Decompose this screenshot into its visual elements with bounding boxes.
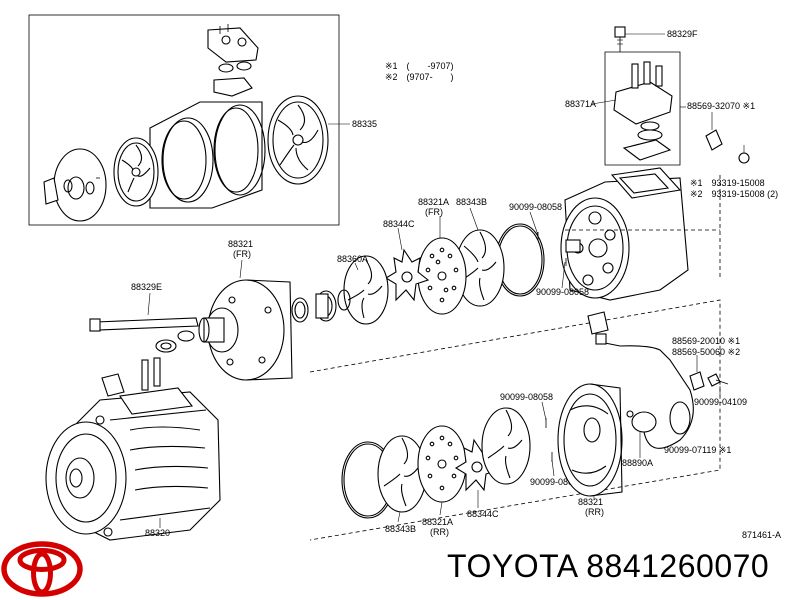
label-90099-07119: 90099-07119 ※1: [664, 445, 731, 455]
label-88329F: 88329F: [667, 29, 698, 39]
valve-plate-88321A-bottom: [417, 425, 467, 503]
label-90099-04109: 90099-04109: [694, 397, 747, 407]
label-88360A: 88360A: [337, 254, 368, 264]
label-88329E: 88329E: [131, 282, 162, 292]
label-88343B-top: 88343B: [456, 197, 487, 207]
label-88321A-rr: 88321A: [422, 517, 453, 527]
gasket-ring-plate: [149, 101, 266, 209]
compressor-housing-front: [560, 167, 689, 301]
snap-ring-88360A: [343, 255, 389, 325]
valve-plate-left: [113, 137, 159, 207]
bolt-90099-04109: [707, 373, 729, 396]
label-90099-08058-c: 90099-08058: [500, 392, 553, 402]
label-88335: 88335: [352, 119, 377, 129]
washer-93319: [738, 145, 750, 164]
brand-part-number: TOYOTA 8841260070: [447, 548, 770, 584]
front-head-cover: [43, 148, 107, 222]
bolt-88329F: [614, 26, 626, 48]
label-88321A-fr: 88321A: [418, 197, 449, 207]
label-88890A: 88890A: [622, 458, 653, 468]
front-housing-88321: [198, 279, 293, 381]
valve-plate-right: [267, 95, 329, 185]
shaft-seal-parts: [291, 289, 351, 323]
label-90099-08058-a: 90099-08058: [509, 202, 562, 212]
rear-assembly-box: [309, 299, 721, 541]
bracket-clip: [705, 112, 723, 151]
top-gasket-plate: [207, 24, 259, 97]
label-88343B-bottom: 88343B: [385, 524, 416, 534]
compressor-assembly-88320: [45, 357, 221, 541]
label-88569-50060: 88569-50060 ※2: [672, 347, 740, 357]
label-871461-A: 871461-A: [742, 530, 781, 540]
valve-plate-88321A-top: [417, 237, 467, 315]
note-1: ※1 ( -9707): [385, 61, 454, 71]
label-88344C-top: 88344C: [383, 219, 415, 229]
label-rr-2: (RR): [585, 507, 604, 517]
through-bolt-88329E: [89, 317, 199, 332]
label-rr-1: (RR): [430, 527, 449, 537]
gasket-kit-box: [28, 14, 340, 226]
label-88321-rr: 88321: [578, 497, 603, 507]
washer-set: [155, 330, 195, 353]
o-ring-90099-07119: [669, 401, 691, 435]
label-fr-2: (FR): [233, 249, 251, 259]
label-88569-20010: 88569-20010 ※1: [672, 336, 740, 346]
control-valve: [613, 61, 673, 161]
label-93319-15008-a: ※1 93319-15008: [690, 178, 765, 188]
label-fr-1: (FR): [425, 207, 443, 217]
rear-housing-88321: [557, 383, 623, 497]
label-88371A: 88371A: [565, 99, 596, 109]
label-88344C-bottom: 88344C: [467, 509, 499, 519]
valve-disc-rear: [481, 407, 531, 485]
label-93319-15008-b: ※2 93319-15008 (2): [690, 189, 778, 199]
reed-valve-88344C-top: [384, 248, 430, 302]
label-90099-08058-b: 90099-08058: [536, 287, 589, 297]
note-2: ※2 (9707- ): [385, 72, 454, 82]
label-88320: 88320: [145, 528, 170, 538]
label-90099-08058-d: 90099-08058: [530, 477, 583, 487]
label-88569-32070: 88569-32070 ※1: [687, 101, 755, 111]
clamp-88569: [689, 355, 705, 391]
toyota-logo-icon: [1, 541, 83, 597]
valve-kit-box: [604, 48, 681, 166]
label-88321-fr: 88321: [228, 239, 253, 249]
sensor-88890A: [587, 311, 694, 449]
